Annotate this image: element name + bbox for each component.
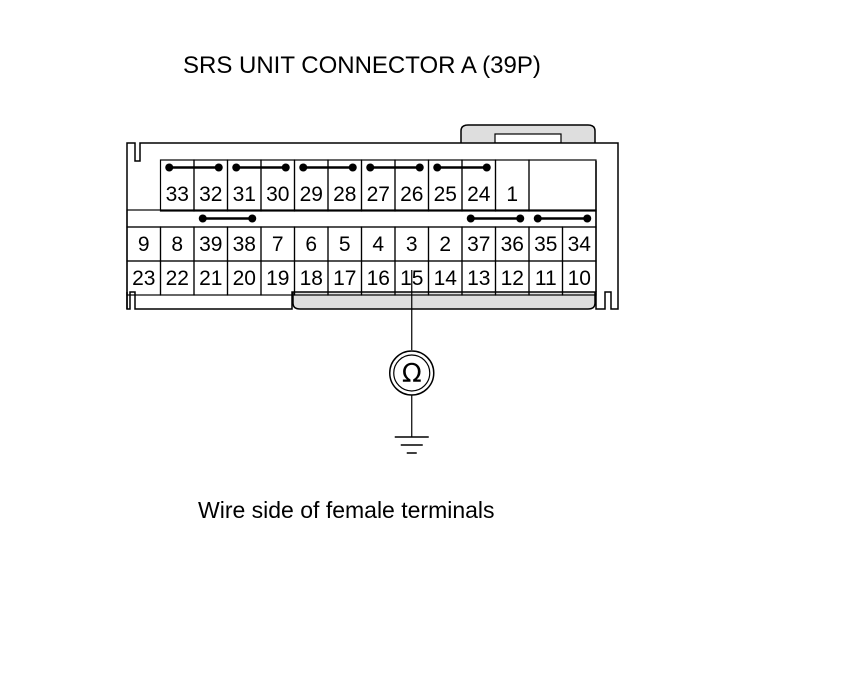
ohm-symbol: Ω (402, 359, 422, 389)
jumper-dot (516, 214, 525, 223)
pin-label: 36 (501, 233, 524, 256)
jumper-dot (482, 163, 491, 172)
pin-label: 37 (467, 233, 490, 256)
jumper-dot (466, 214, 475, 223)
pin-label: 30 (266, 183, 289, 206)
pin-label: 38 (233, 233, 256, 256)
pin-label: 29 (300, 183, 323, 206)
jumper-dot (348, 163, 357, 172)
pin-label: 3 (406, 233, 418, 256)
pin-label: 18 (300, 267, 323, 290)
jumper-wire (165, 163, 223, 172)
diagram-caption: Wire side of female terminals (198, 497, 495, 523)
pin-label: 10 (568, 267, 591, 290)
jumper-dot (232, 163, 241, 172)
pin-label: 11 (535, 267, 557, 290)
ohmmeter-icon: Ω (389, 350, 435, 396)
ground-icon (394, 436, 429, 454)
jumper-wire (232, 163, 290, 172)
jumper-wire (433, 163, 491, 172)
jumper-dot (299, 163, 308, 172)
pin-label: 4 (372, 233, 384, 256)
pin-label: 14 (434, 267, 458, 290)
jumper-wire (299, 163, 357, 172)
top-latch-slot (494, 133, 562, 144)
jumper-strip (126, 209, 597, 228)
pin-label: 2 (439, 233, 451, 256)
jumper-dot (214, 163, 223, 172)
probe-wire: Ω (389, 270, 435, 454)
pin-label: 1 (506, 183, 518, 206)
jumper-dot (165, 163, 174, 172)
blank-cell (528, 159, 597, 212)
pin-label: 22 (166, 267, 189, 290)
pin-label: 6 (305, 233, 317, 256)
pin-label: 13 (467, 267, 490, 290)
pin-label: 31 (233, 183, 256, 206)
jumper-dot (248, 214, 257, 223)
jumper-dot (583, 214, 592, 223)
jumper-dot (533, 214, 542, 223)
pin-label: 32 (199, 183, 222, 206)
pin-label: 21 (199, 267, 222, 290)
pin-label: 16 (367, 267, 390, 290)
pin-label: 34 (568, 233, 592, 256)
pin-label: 23 (132, 267, 155, 290)
pin-label: 17 (333, 267, 356, 290)
pin-label: 20 (233, 267, 256, 290)
jumper-wire (366, 163, 424, 172)
diagram-title: SRS UNIT CONNECTOR A (39P) (183, 52, 541, 79)
pin-label: 9 (138, 233, 150, 256)
jumper-dot (415, 163, 424, 172)
jumper-dot (366, 163, 375, 172)
pin-label: 28 (333, 183, 356, 206)
pin-label: 7 (272, 233, 284, 256)
pin-label: 8 (171, 233, 183, 256)
pin-label: 26 (400, 183, 423, 206)
pin-label: 24 (467, 183, 491, 206)
jumper-dot (433, 163, 442, 172)
jumper-dot (198, 214, 207, 223)
ohmmeter-inner-ring (393, 354, 431, 392)
jumper-wire (533, 214, 592, 223)
jumper-dot (281, 163, 290, 172)
pin-cell (561, 260, 597, 296)
pin-label: 5 (339, 233, 351, 256)
pin-label: 27 (367, 183, 390, 206)
pin-label: 25 (434, 183, 457, 206)
pin-label: 35 (534, 233, 557, 256)
jumper-wire (198, 214, 257, 223)
pin-label: 19 (266, 267, 289, 290)
pin-label: 39 (199, 233, 222, 256)
jumper-wire (466, 214, 525, 223)
pin-label: 33 (166, 183, 189, 206)
bottom-latch (292, 292, 596, 310)
pin-label: 12 (501, 267, 524, 290)
